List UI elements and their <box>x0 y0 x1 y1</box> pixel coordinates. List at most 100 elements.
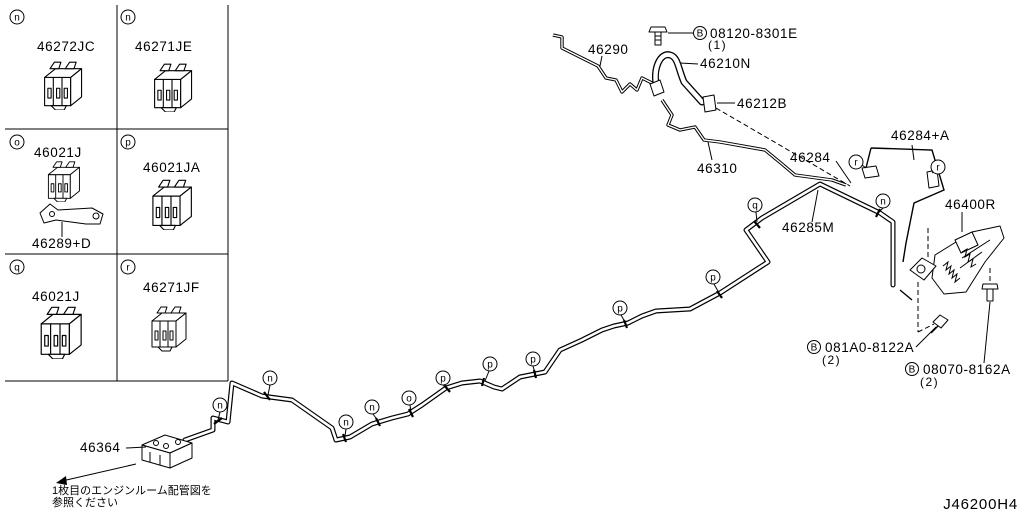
part-label-46364: 46364 <box>80 440 121 455</box>
part-label-46284: 46284 <box>790 150 831 165</box>
bolt-marker-circle <box>807 340 821 354</box>
clip-marker: n <box>875 193 891 209</box>
bolt-marker-letter: B <box>909 365 916 376</box>
cell-marker-circle <box>9 9 25 25</box>
brake-assembly-46400R-drawing <box>909 225 1005 295</box>
clip-marker: n <box>364 399 380 415</box>
clip-marker: p <box>612 300 628 316</box>
panel-cell-46021J-q: q 46021J <box>9 259 82 359</box>
bracket-46289D-drawing <box>39 203 104 225</box>
part-label-46284A: 46284+A <box>891 128 950 143</box>
clip-marker-letter: p <box>440 374 446 385</box>
leader-line <box>983 301 991 364</box>
bolt-quantity: (2) <box>822 353 841 367</box>
bolt-part-number: 08070-8162A <box>923 362 1011 377</box>
clip-marker: r <box>848 154 864 170</box>
cell-marker-letter: p <box>125 138 131 149</box>
panel-cell-46272JC: n 46272JC <box>9 9 95 110</box>
panel-cell-46021J-o: o 46021J 46289+D <box>9 134 104 251</box>
bolt-marker-circle <box>693 26 707 40</box>
part-label-46210N: 46210N <box>700 56 751 71</box>
pipe-46285M <box>182 181 896 443</box>
clip-marker: p <box>705 269 721 285</box>
panel-cell-46271JE: n 46271JE <box>120 9 193 112</box>
bolt-08120-8301E-drawing <box>648 26 668 46</box>
bolt-08070-8162A-drawing <box>981 283 999 302</box>
bolt-part-number: 081A0-8122A <box>825 340 914 355</box>
clip-marker-letter: n <box>343 418 349 429</box>
bolt-callout-081A0-8122A: B 081A0-8122A (2) <box>807 340 914 367</box>
tube-46310 <box>660 99 847 187</box>
part-label-46310: 46310 <box>697 161 738 176</box>
part-label-46212B: 46212B <box>737 96 787 111</box>
cell-marker-circle <box>9 134 25 150</box>
hose-fitting <box>649 79 665 97</box>
clip-marker: n <box>338 414 354 430</box>
clip-marker-letter: p <box>487 360 493 371</box>
clip-marker: p <box>435 370 451 386</box>
bolt-quantity: (2) <box>920 375 939 389</box>
clip-reference-panel: n 46272JC n 46271JE o 46021J 46289+D <box>5 5 229 382</box>
bolt-part-number: 08120-8301E <box>710 26 798 41</box>
cell-part-number-2: 46289+D <box>32 236 91 251</box>
bolt-callout-08070-8162A: B 08070-8162A (2) <box>905 362 1011 389</box>
clip-marker: p <box>525 351 541 367</box>
cell-part-number: 46021JA <box>143 160 201 175</box>
clip-46021JA-drawing <box>152 179 192 230</box>
bracket-46212B-drawing <box>702 94 717 113</box>
tube-46290 <box>552 33 660 94</box>
clip-marker: o <box>401 390 417 406</box>
clip-marker: n <box>262 370 278 386</box>
panel-cell-46021JA: p 46021JA <box>120 134 201 230</box>
panel-cell-46271JF: r 46271JF <box>120 259 200 352</box>
leader-line <box>811 189 819 223</box>
clip-r-drawing <box>861 165 880 179</box>
part-label-46290: 46290 <box>588 42 629 57</box>
clip-46271JE-drawing <box>154 63 193 112</box>
cell-part-number: 46021J <box>32 289 80 304</box>
cell-marker-letter: o <box>14 138 20 149</box>
clip-marker-letter: r <box>854 158 858 169</box>
clip-marker-letter: p <box>530 355 536 366</box>
leader-line <box>835 160 852 184</box>
cell-marker-letter: n <box>14 13 20 24</box>
reference-note-line-2: 参照ください <box>52 495 118 509</box>
bolt-callout-08120-8301E: B 08120-8301E (1) <box>693 26 798 52</box>
clip-marker: r <box>930 159 946 175</box>
bolt-marker-letter: B <box>697 29 704 40</box>
leader-line <box>599 55 603 67</box>
pipe-clip-bands <box>213 208 881 443</box>
clip-46272JC-drawing <box>44 61 83 110</box>
cell-marker-letter: r <box>126 263 130 274</box>
cell-marker-circle <box>120 9 136 25</box>
leader-line <box>679 62 699 65</box>
reference-note-line-1: 1枚目のエンジンルーム配管図を <box>52 483 212 497</box>
bracket-46284A-drawing <box>865 147 945 301</box>
leader-line <box>707 141 713 161</box>
dashed-guide-line <box>715 107 851 187</box>
cell-marker-letter: q <box>14 263 20 274</box>
cell-part-number: 46021J <box>34 145 82 160</box>
cell-marker-circle <box>120 259 136 275</box>
dashed-guide-line <box>917 323 935 333</box>
bolt-081A0-8122A-drawing <box>930 314 949 334</box>
clip-marker-letter: p <box>710 273 716 284</box>
bolt-quantity: (1) <box>708 38 727 52</box>
cell-marker-letter: n <box>125 13 131 24</box>
hose-46210N <box>649 51 706 106</box>
cell-part-number: 46271JE <box>135 39 193 54</box>
clip-marker-letter: o <box>406 394 412 405</box>
cell-part-number: 46272JC <box>37 39 95 54</box>
leader-line <box>915 326 937 348</box>
part-label-46400R: 46400R <box>945 197 996 212</box>
bolt-marker-circle <box>905 362 919 376</box>
clip-marker-letter: n <box>880 197 886 208</box>
bolt-marker-letter: B <box>811 343 818 354</box>
cell-part-number: 46271JF <box>143 280 200 295</box>
reference-arrow <box>56 463 137 485</box>
clip-marker: n <box>212 397 228 413</box>
junction-block-46364-drawing <box>141 434 193 469</box>
part-label-46285M: 46285M <box>782 220 834 235</box>
